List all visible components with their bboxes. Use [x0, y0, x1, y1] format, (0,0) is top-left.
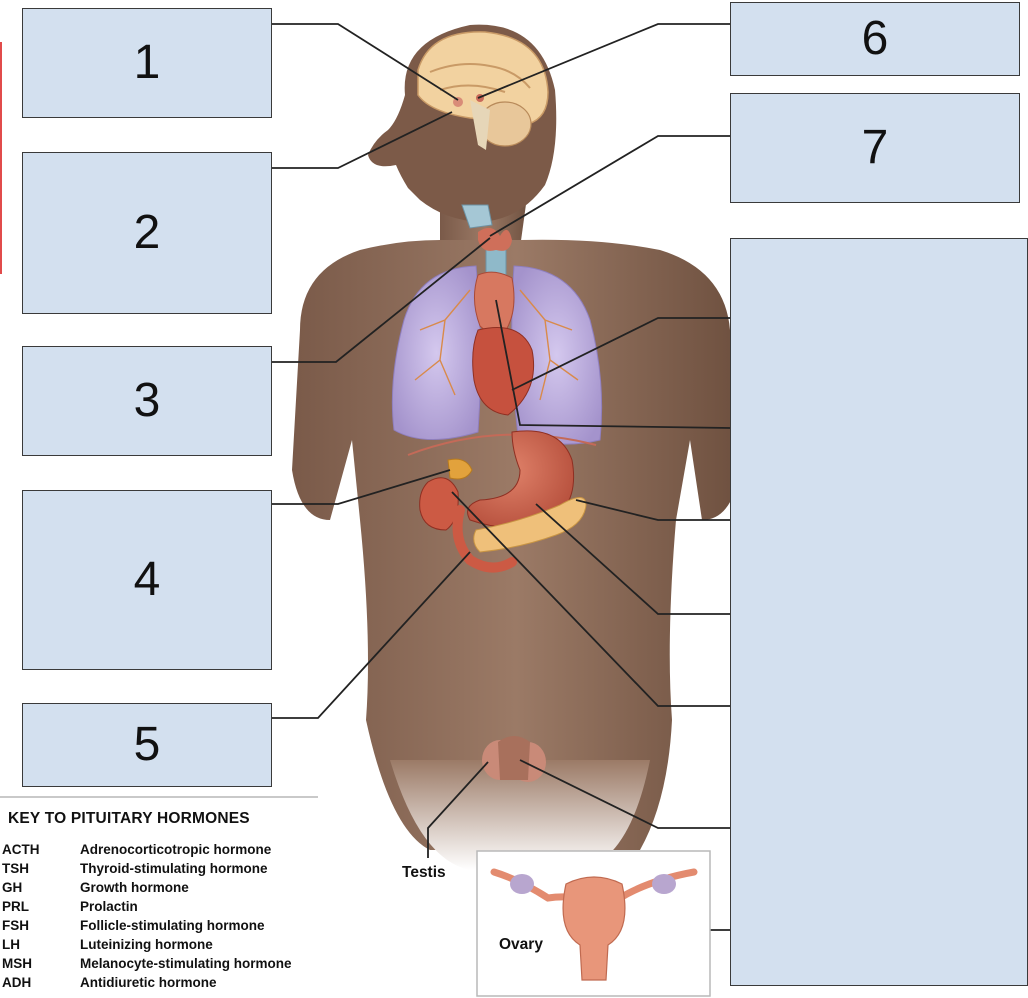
key-full-name: Adrenocorticotropic hormone — [80, 842, 272, 857]
pancreas — [473, 497, 587, 553]
key-abbr: FSH — [2, 918, 29, 933]
leader-lines — [272, 23, 731, 932]
key-full-name: Melanocyte-stimulating hormone — [80, 956, 292, 971]
key-full-name: Luteinizing hormone — [80, 937, 213, 952]
label-box-2-number: 2 — [133, 206, 161, 259]
label-box-6[interactable]: 6 — [730, 2, 1020, 76]
thymus — [474, 271, 515, 334]
key-full-name: Antidiuretic hormone — [80, 975, 217, 990]
label-box-1[interactable]: 1 — [22, 8, 272, 118]
label-box-4-number: 4 — [133, 553, 161, 606]
label-box-7[interactable]: 7 — [730, 93, 1020, 203]
label-box-large[interactable] — [730, 238, 1028, 986]
label-box-5[interactable]: 5 — [22, 703, 272, 787]
side-accent-bar — [0, 42, 2, 274]
key-abbr: PRL — [2, 899, 29, 914]
key-title: KEY TO PITUITARY HORMONES — [8, 810, 250, 827]
key-abbr: ADH — [2, 975, 32, 990]
key-abbr: LH — [2, 937, 20, 952]
label-box-1-number: 1 — [133, 36, 161, 89]
ovary-caption: Ovary — [499, 936, 543, 953]
key-abbr: ACTH — [2, 842, 40, 857]
key-abbr: TSH — [2, 861, 29, 876]
key-full-name: Follicle-stimulating hormone — [80, 918, 265, 933]
key-divider — [0, 796, 318, 798]
ovary-inset — [476, 850, 711, 997]
label-box-4[interactable]: 4 — [22, 490, 272, 670]
key-full-name: Prolactin — [80, 899, 138, 914]
stomach — [467, 430, 575, 529]
key-abbr: GH — [2, 880, 23, 895]
label-box-7-number: 7 — [861, 121, 889, 174]
testis-caption: Testis — [402, 864, 446, 881]
thyroid-gland — [478, 227, 512, 251]
kidney — [419, 477, 459, 531]
label-box-6-number: 6 — [861, 12, 889, 65]
key-full-name: Growth hormone — [80, 880, 189, 895]
testes — [482, 736, 546, 782]
key-abbr: MSH — [2, 956, 32, 971]
label-box-3[interactable]: 3 — [22, 346, 272, 456]
brain-cutaway — [417, 31, 549, 150]
adrenal-gland — [447, 458, 473, 480]
label-box-2[interactable]: 2 — [22, 152, 272, 314]
key-full-name: Thyroid-stimulating hormone — [80, 861, 268, 876]
heart — [472, 327, 535, 416]
lungs — [391, 265, 603, 445]
label-box-5-number: 5 — [133, 718, 161, 771]
label-box-3-number: 3 — [133, 374, 161, 427]
